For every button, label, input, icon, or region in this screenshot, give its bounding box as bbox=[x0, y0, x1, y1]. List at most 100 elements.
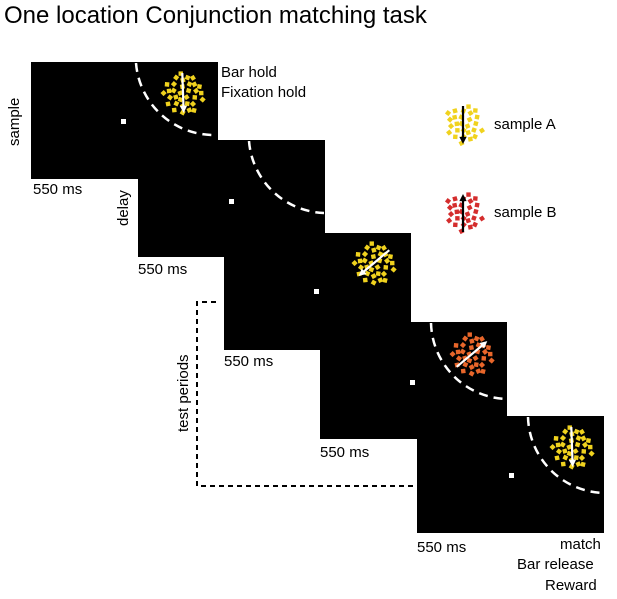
bar-hold-label: Bar hold bbox=[221, 64, 277, 81]
sample-b-legend-label: sample B bbox=[494, 204, 557, 221]
stimulus-dot bbox=[472, 221, 478, 228]
fixation-point bbox=[509, 473, 514, 478]
stimulus-dot bbox=[186, 81, 193, 88]
stimulus-dot bbox=[466, 204, 473, 211]
sample-b-legend-stimulus bbox=[444, 192, 486, 235]
stimulus-dot bbox=[390, 266, 397, 273]
motion-direction-arrow bbox=[456, 343, 485, 368]
motion-arrowhead bbox=[459, 136, 467, 144]
stimulus-dot bbox=[375, 271, 381, 277]
stimulus-dot bbox=[466, 192, 471, 197]
stimulus-dot bbox=[177, 90, 184, 96]
stimulus-dot bbox=[374, 264, 381, 271]
fixation-point bbox=[121, 119, 126, 124]
stimulus-dot bbox=[573, 455, 579, 461]
stimulus-dot bbox=[171, 107, 177, 113]
stimulus-dot bbox=[467, 110, 474, 117]
yellow-dot-stimulus bbox=[351, 241, 397, 286]
test-panel-1-graphic bbox=[314, 241, 397, 294]
stimulus-dot bbox=[384, 257, 391, 264]
stimulus-dot bbox=[361, 250, 369, 258]
stimulus-dot bbox=[478, 335, 485, 342]
orange-dot-stimulus bbox=[449, 332, 495, 377]
stimulus-dot bbox=[471, 215, 477, 221]
stimulus-dot bbox=[357, 258, 363, 264]
stimulus-dot bbox=[465, 129, 471, 136]
motion-direction-arrow bbox=[181, 73, 185, 108]
stimulus-dot bbox=[555, 442, 561, 448]
stimulus-dot bbox=[452, 114, 458, 120]
sample-a-legend-stimulus bbox=[444, 104, 486, 147]
stimulus-dot bbox=[559, 434, 567, 442]
motion-arrowhead bbox=[358, 268, 367, 276]
stimulus-dot bbox=[472, 355, 479, 362]
stimulus-dot bbox=[160, 89, 167, 97]
stimulus-dot bbox=[460, 368, 466, 374]
stimulus-dot bbox=[382, 277, 388, 284]
stimulus-dot bbox=[553, 436, 559, 441]
motion-arrowhead bbox=[479, 341, 488, 349]
stimulus-dot bbox=[446, 129, 453, 136]
stimulus-dot bbox=[355, 252, 361, 257]
stimulus-dot bbox=[459, 348, 466, 355]
stimulus-dot bbox=[364, 244, 371, 251]
stimulus-dot bbox=[467, 224, 473, 230]
stimulus-dot bbox=[473, 362, 479, 368]
stimulus-dot bbox=[375, 244, 382, 251]
stimulus-dot bbox=[580, 461, 586, 468]
stimulus-dot bbox=[199, 96, 206, 103]
stimulus-dot bbox=[578, 454, 586, 461]
delay-panel-graphic bbox=[229, 141, 324, 215]
yellow-dot-stimulus bbox=[160, 71, 206, 116]
stimulus-dot bbox=[189, 74, 196, 81]
stimulus-dot bbox=[574, 441, 581, 448]
stimulus-dot bbox=[473, 208, 479, 215]
stimulus-dot bbox=[447, 210, 455, 218]
motion-direction-arrow bbox=[361, 249, 390, 274]
stimulus-dot bbox=[444, 110, 452, 117]
stimulus-dot bbox=[452, 196, 458, 202]
stimulus-dot bbox=[575, 461, 582, 468]
stimulus-dot bbox=[473, 335, 480, 342]
stimulus-dot bbox=[469, 338, 475, 344]
stimulus-dot bbox=[449, 350, 456, 358]
stimulus-dot bbox=[481, 356, 487, 361]
stimulus-dot bbox=[549, 443, 556, 451]
stimulus-dot bbox=[475, 368, 482, 375]
stimulus-dot bbox=[478, 361, 486, 368]
stimulus-dot bbox=[453, 343, 459, 348]
stimulus-dot bbox=[447, 122, 455, 130]
stimulus-dot bbox=[560, 461, 566, 467]
stimulus-dot bbox=[166, 88, 172, 94]
test-panel-3-graphic bbox=[509, 417, 603, 495]
stimulus-dot bbox=[186, 107, 193, 114]
stimulus-dot bbox=[562, 454, 569, 461]
fixation-point bbox=[229, 199, 234, 204]
stimulus-dot bbox=[170, 80, 178, 88]
stimulus-dot bbox=[468, 370, 475, 377]
stimulus-dot bbox=[383, 265, 389, 270]
stimulus-dot bbox=[578, 428, 585, 435]
stimulus-dot bbox=[164, 82, 170, 87]
stimulus-dot bbox=[351, 259, 358, 267]
stimulus-dot bbox=[173, 74, 180, 81]
stimulus-dot bbox=[368, 266, 375, 273]
stimulus-dot bbox=[455, 355, 463, 362]
motion-arrowhead bbox=[179, 105, 188, 113]
stimulus-dot bbox=[575, 435, 582, 442]
stimulus-dot bbox=[380, 244, 387, 251]
motion-arrowhead bbox=[459, 194, 467, 202]
stimulus-dot bbox=[478, 127, 486, 134]
stimulus-dot bbox=[567, 425, 572, 430]
stimulus-dot bbox=[467, 136, 473, 142]
stimulus-dot bbox=[472, 108, 478, 113]
delay-label: delay bbox=[115, 190, 132, 226]
stimulus-dot bbox=[192, 95, 198, 100]
stimulus-dot bbox=[170, 87, 177, 94]
match-label: match bbox=[560, 536, 601, 553]
stimulus-dot bbox=[191, 107, 197, 114]
stimulus-dot bbox=[480, 368, 486, 375]
stimulus-dot bbox=[193, 87, 200, 94]
stimulus-dot bbox=[478, 215, 486, 222]
fixation-point bbox=[314, 289, 319, 294]
